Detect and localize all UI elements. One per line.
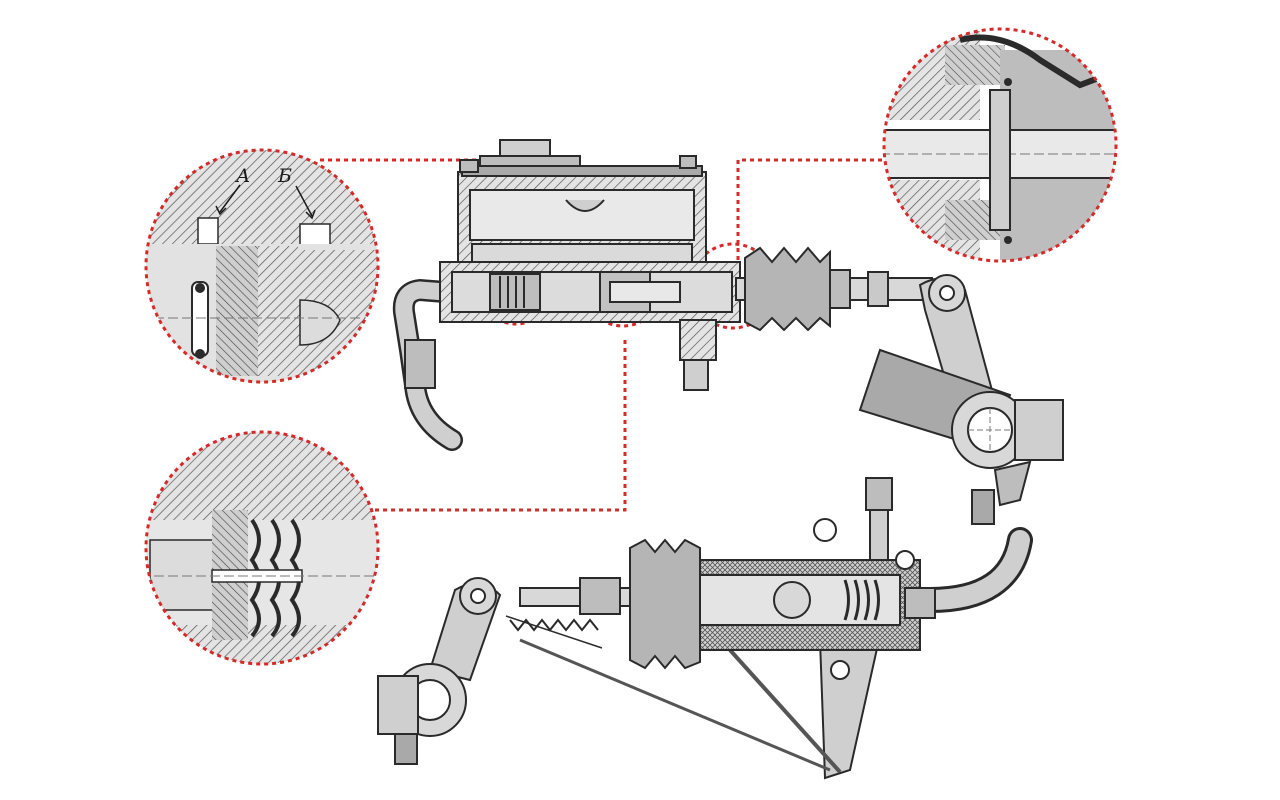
pedal-lever-lower (377, 577, 502, 765)
callout-label-b: Б (277, 165, 292, 187)
callout-circle-rod-seal (882, 27, 1118, 263)
return-spring (505, 615, 603, 649)
master-cylinder (392, 139, 933, 451)
label-arrows (215, 184, 316, 220)
callout-circle-ports: А Б (144, 148, 380, 384)
slave-cylinder (519, 477, 1033, 780)
pedal-lever-upper (858, 274, 1064, 525)
callout-circle-spring-valve (144, 430, 380, 666)
callout-label-a: А (234, 165, 250, 187)
